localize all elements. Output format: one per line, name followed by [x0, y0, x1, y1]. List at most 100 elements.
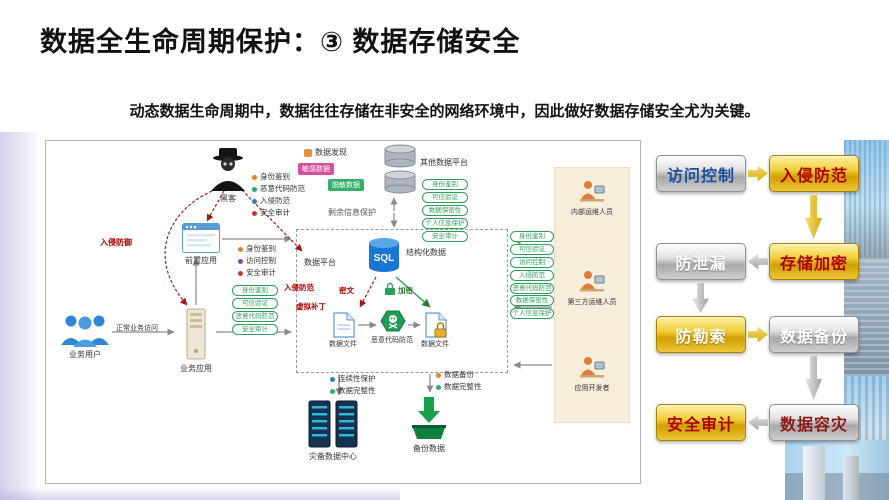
control-item: 身份鉴别 — [238, 243, 276, 255]
structured-data-label: 结构化数据 — [406, 248, 446, 257]
personnel-panel — [554, 167, 630, 423]
sql-text: SQL — [374, 253, 395, 264]
arrow-down-icon — [691, 283, 710, 313]
dr-control-list: 连续性保护 数据完整性 — [330, 373, 376, 397]
data-file-icon — [333, 312, 355, 338]
ops-pill-list: 身份鉴别 可信验证 访问控制 入侵防范 恶意代码防范 — [510, 231, 554, 296]
dr-server-racks-icon — [308, 400, 358, 448]
cityscape-corner-image — [785, 440, 889, 500]
hacker-control-list: 身份鉴别 恶意代码防范 入侵防范 安全审计 — [252, 171, 305, 219]
slide-subtitle: 动态数据生命周期中，数据往往存储在非安全的网络环境中，因此做好数据存储安全尤为关… — [129, 103, 760, 120]
masked-data-badge: 脱敏数据 — [328, 179, 364, 191]
sql-database-icon: SQL — [369, 238, 399, 272]
other-platforms-label: 其他数据平台 — [420, 158, 468, 167]
encryption-lock-icon — [385, 282, 395, 295]
front-app-control-list: 身份鉴别 访问控制 安全审计 — [238, 243, 276, 279]
arrow-right-icon — [748, 165, 768, 182]
backup-data-label: 备份数据 — [413, 444, 445, 453]
left-gradient-decoration — [0, 132, 42, 500]
front-app-label: 前置应用 — [185, 256, 217, 265]
control-item: 入侵防范 — [252, 195, 305, 207]
privacy-pill-list: 数据保密性 个人信息保护 — [510, 295, 554, 321]
flow-button-intrusion-prevention: 入侵防范 — [769, 155, 859, 192]
control-pill: 可信验证 — [510, 244, 554, 255]
flow-button-access-control: 访问控制 — [656, 155, 746, 192]
control-pill: 安全审计 — [422, 231, 468, 242]
encrypted-file-icon — [425, 312, 447, 338]
intrusion-prevention-label: 入侵防范 — [284, 283, 314, 292]
operator-icon — [580, 357, 605, 378]
malware-protection-label: 恶意代码防范 — [371, 337, 413, 344]
control-item: 恶意代码防范 — [252, 183, 305, 195]
control-pill: 数据保密性 — [422, 205, 468, 216]
virtual-patch-label: 虚拟补丁 — [296, 302, 326, 311]
server-tower-icon — [186, 308, 206, 360]
control-pill: 恶意代码防范 — [232, 311, 278, 322]
control-item: 身份鉴别 — [252, 171, 305, 183]
flow-button-leak-prevention: 防泄漏 — [656, 243, 746, 280]
operator-icon — [580, 271, 605, 292]
operator-icon — [580, 181, 605, 202]
hacker-icon — [211, 148, 245, 191]
control-pill: 身份鉴别 — [422, 179, 468, 190]
intrusion-defense-label: 入侵防御 — [100, 238, 132, 247]
arrow-right-icon — [748, 326, 768, 343]
backup-download-icon — [412, 397, 446, 439]
control-pill: 数据保密性 — [510, 295, 554, 306]
flow-button-data-disaster-recovery: 数据容灾 — [769, 404, 859, 441]
arrow-down-icon — [804, 195, 823, 239]
control-pill: 身份鉴别 — [510, 231, 554, 242]
control-pill: 可信验证 — [232, 298, 278, 309]
bottom-gradient-decoration — [0, 487, 400, 500]
business-users-label: 业务用户 — [69, 350, 101, 359]
data-discovery-label: 数据发现 — [304, 147, 347, 158]
browser-window-icon — [182, 223, 220, 253]
control-pill: 访问控制 — [510, 257, 554, 268]
control-pill: 入侵防范 — [510, 270, 554, 281]
control-pill: 个人信息保护 — [422, 218, 468, 229]
flow-button-data-backup: 数据备份 — [769, 316, 859, 353]
database-icon — [384, 144, 416, 194]
architecture-diagram: 黑客 身份鉴别 恶意代码防范 入侵防范 安全审计 数据发现 敏感数据 脱敏数据 … — [45, 140, 641, 484]
ciphertext-label: 密文 — [339, 286, 354, 295]
control-item: 安全审计 — [252, 207, 305, 219]
control-pill: 身份鉴别 — [232, 285, 278, 296]
control-item: 安全审计 — [238, 267, 276, 279]
data-platform-label: 数据平台 — [304, 258, 336, 267]
backup-control-list: 数据备份 数据完整性 — [436, 369, 482, 393]
control-pill: 可信验证 — [422, 192, 468, 203]
data-file-encrypted-label: 数据文件 — [421, 341, 449, 348]
malware-hexagon-icon — [380, 310, 406, 332]
control-pill: 安全审计 — [232, 324, 278, 335]
business-users-icon — [61, 315, 109, 347]
sensitive-data-badge: 敏感数据 — [298, 163, 334, 175]
arrow-left-icon — [748, 414, 768, 431]
personnel-label: 内部运维人员 — [571, 209, 613, 216]
platform-pill-list: 身份鉴别 可信验证 数据保密性 个人信息保护 安全审计 — [422, 179, 468, 244]
data-file-plain-label: 数据文件 — [329, 341, 357, 348]
control-item: 访问控制 — [238, 255, 276, 267]
arrow-left-icon — [748, 253, 768, 270]
encryption-label: 加密 — [398, 286, 413, 295]
arrow-down-icon — [804, 356, 823, 400]
residual-info-label: 剩余信息保护 — [328, 208, 376, 217]
dr-center-label: 灾备数据中心 — [309, 452, 357, 461]
gateway-pill-list: 身份鉴别 可信验证 恶意代码防范 安全审计 — [232, 285, 278, 337]
personnel-label: 应用开发者 — [574, 385, 610, 392]
control-item: 数据完整性 — [330, 385, 376, 397]
control-item: 数据备份 — [436, 369, 482, 381]
flow-button-storage-encryption: 存储加密 — [769, 243, 859, 280]
control-item: 数据完整性 — [436, 381, 482, 393]
discovery-icon — [304, 148, 312, 157]
control-item: 连续性保护 — [330, 373, 376, 385]
flow-button-ransomware-prevention: 防勒索 — [656, 316, 746, 353]
normal-access-label: 正常业务访问 — [116, 325, 158, 332]
hacker-label: 黑客 — [220, 194, 236, 203]
flow-button-security-audit: 安全审计 — [656, 404, 746, 441]
control-pill: 个人信息保护 — [510, 308, 554, 319]
business-app-label: 业务应用 — [180, 364, 212, 373]
slide-title: 数据全生命周期保护：③ 数据存储安全 — [40, 27, 521, 57]
control-pill: 恶意代码防范 — [510, 283, 554, 294]
personnel-label: 第三方运维人员 — [567, 299, 617, 306]
data-platform-boundary — [296, 229, 508, 373]
